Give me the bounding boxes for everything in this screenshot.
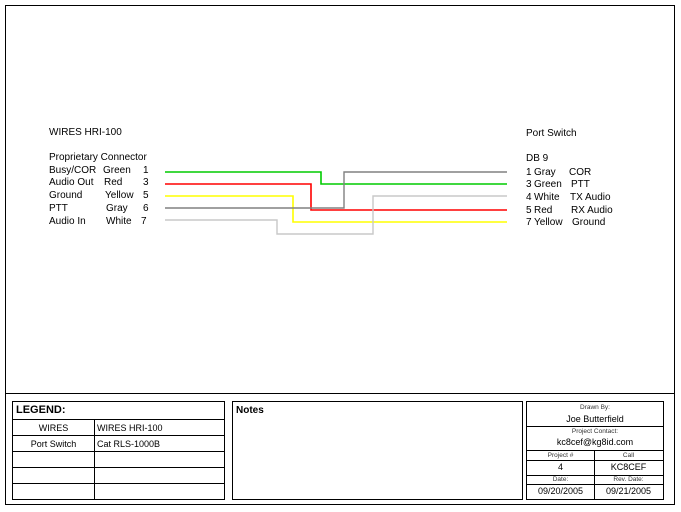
legend-value [94, 483, 224, 499]
title-block-rule [527, 460, 663, 461]
left-pin-number: 5 [143, 190, 149, 201]
legend-row [13, 483, 224, 499]
legend-value [94, 451, 224, 468]
left-pin-number: 6 [143, 203, 149, 214]
sheet-divider [5, 393, 675, 394]
right-device-title: Port Switch [526, 128, 577, 139]
rev-date-label: Rev. Date: [613, 476, 644, 483]
title-block: Drawn By: Joe Butterfield Project Contac… [526, 401, 664, 500]
project-contact-label: Project Contact: [571, 428, 619, 435]
legend-key: WIRES [13, 419, 95, 436]
right-pin-number: 4 [526, 192, 532, 203]
right-pin-color: White [534, 192, 560, 203]
left-connector-label: Proprietary Connector [49, 152, 147, 163]
title-block-rule [527, 426, 663, 427]
legend-value: Cat RLS-1000B [94, 435, 224, 452]
left-pin-color: White [106, 216, 132, 227]
drawing-sheet [5, 5, 675, 505]
drawn-by-value: Joe Butterfield [566, 414, 624, 424]
title-block-rule [527, 475, 663, 476]
notes-title: Notes [236, 405, 264, 416]
right-pin-color: Red [534, 205, 553, 216]
legend-value [94, 467, 224, 484]
legend-table: WIRES WIRES HRI-100 Port Switch Cat RLS-… [13, 419, 224, 499]
title-block-rule [527, 450, 663, 451]
call-label: Call [622, 452, 635, 459]
right-pin-signal: RX Audio [571, 205, 613, 216]
left-pin-signal: PTT [49, 203, 68, 214]
project-number-label: Project # [547, 452, 574, 459]
wire-white [165, 195, 507, 235]
right-pin-number: 5 [526, 205, 532, 216]
right-pin-signal: TX Audio [570, 192, 611, 203]
left-pin-signal: Busy/COR [49, 165, 97, 176]
legend-key [13, 467, 95, 484]
right-pin-signal: PTT [571, 179, 590, 190]
legend-row: Port Switch Cat RLS-1000B [13, 435, 224, 452]
right-connector-label: DB 9 [526, 153, 549, 164]
date-label: Date: [552, 476, 569, 483]
wire-red [165, 183, 507, 211]
legend-row [13, 451, 224, 468]
rev-date-value: 09/21/2005 [605, 486, 652, 496]
project-contact-value: kc8cef@kg8id.com [556, 437, 634, 447]
left-device-title: WIRES HRI-100 [49, 127, 122, 138]
right-pin-color: Yellow [534, 217, 563, 228]
right-pin-color: Green [534, 179, 562, 190]
legend-row: WIRES WIRES HRI-100 [13, 419, 224, 436]
call-value: KC8CEF [610, 462, 647, 472]
left-pin-signal: Ground [49, 190, 83, 201]
legend-key [13, 451, 95, 468]
right-pin-color: Gray [534, 167, 556, 178]
drawn-by-label: Drawn By: [580, 404, 610, 411]
legend-title: LEGEND: [16, 404, 66, 416]
right-pin-signal: Ground [572, 217, 606, 228]
legend-row [13, 467, 224, 484]
wire-yellow [165, 195, 507, 223]
wire-gray [165, 171, 507, 209]
left-pin-color: Gray [106, 203, 128, 214]
wiring-diagram [165, 171, 507, 235]
right-pin-number: 3 [526, 179, 532, 190]
right-pin-number: 7 [526, 217, 532, 228]
legend-key [13, 483, 95, 499]
title-block-rule [527, 484, 663, 485]
left-pin-color: Green [103, 165, 131, 176]
right-pin-signal: COR [569, 167, 592, 178]
left-pin-signal: Audio Out [49, 177, 94, 188]
legend-box: LEGEND: WIRES WIRES HRI-100 Port Switch … [12, 401, 225, 500]
right-pin-number: 1 [526, 167, 532, 178]
left-pin-signal: Audio In [49, 216, 86, 227]
left-pin-number: 3 [143, 177, 149, 188]
date-value: 09/20/2005 [537, 486, 584, 496]
legend-value: WIRES HRI-100 [94, 419, 224, 436]
notes-box: Notes [232, 401, 523, 500]
wire-green [165, 171, 507, 185]
project-number-value: 4 [557, 462, 563, 472]
left-pin-number: 7 [141, 216, 147, 227]
left-pin-color: Red [104, 177, 123, 188]
left-pin-number: 1 [143, 165, 149, 176]
legend-key: Port Switch [13, 435, 95, 452]
left-pin-color: Yellow [105, 190, 134, 201]
